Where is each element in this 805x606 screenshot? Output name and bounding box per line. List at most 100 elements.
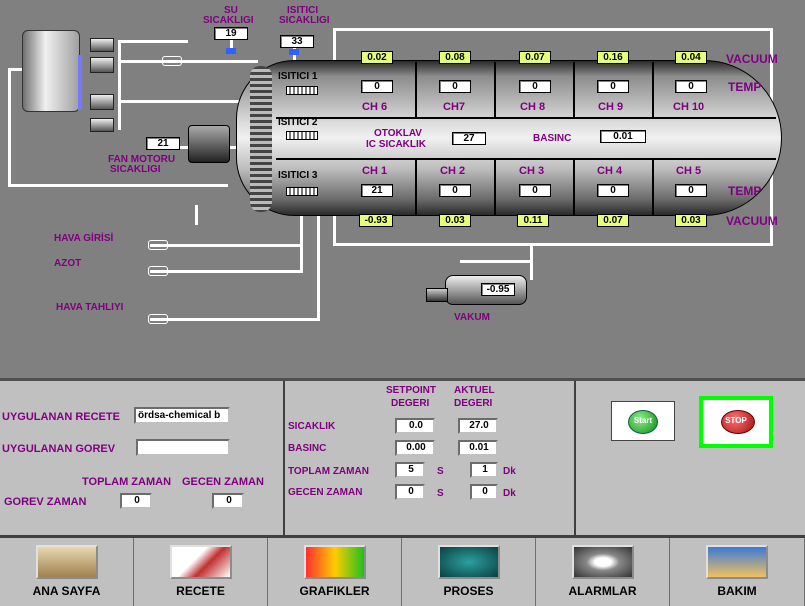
divider: [494, 160, 496, 216]
basinc-setpoint[interactable]: 0.00: [395, 440, 435, 456]
sensor-icon: [226, 48, 236, 54]
recete-field[interactable]: ördsa-chemical b s: [134, 407, 230, 424]
setpoint-header: DEGERI: [391, 398, 430, 409]
su-sicakligi-value: 19: [214, 27, 248, 40]
nav-recete[interactable]: RECETE: [134, 538, 268, 606]
vessel-band: [276, 158, 776, 160]
vacuum-pump-motor-icon: [426, 288, 448, 302]
valve-icon[interactable]: [148, 314, 168, 324]
ic-sicaklik-label: OTOKLAV: [374, 128, 422, 139]
sensor-icon: [289, 49, 299, 55]
gecen-zaman-value[interactable]: 0: [212, 493, 244, 509]
divider: [494, 62, 496, 118]
toplam-zaman-label: TOPLAM ZAMAN: [82, 476, 172, 488]
unit-label: Dk: [503, 466, 516, 477]
divider: [573, 160, 575, 216]
toplam-zaman-setpoint[interactable]: 5: [395, 462, 425, 478]
start-label: Start: [633, 416, 653, 425]
vacuum-ch7: 0.08: [439, 51, 471, 64]
stop-button[interactable]: STOP: [699, 396, 773, 448]
panel-divider: [283, 381, 285, 538]
vacuum-ch1: -0.93: [359, 214, 393, 227]
nav-label: ANA SAYFA: [32, 584, 101, 598]
panel-divider: [574, 381, 576, 538]
heater-element-icon: [90, 118, 114, 132]
pipe: [118, 60, 258, 63]
alarm-icon: [572, 545, 634, 579]
heater-3-indicator: [286, 187, 318, 196]
unit-label: S: [437, 466, 444, 477]
heater-1-label: ISITICI 1: [278, 71, 318, 82]
temp-ch1: 21: [361, 184, 393, 197]
ic-sicaklik-label: IC SICAKLIK: [366, 139, 426, 150]
stop-icon: [721, 410, 755, 434]
fan-motor-icon: [188, 125, 230, 163]
temp-ch7: 0: [439, 80, 471, 93]
unit-label: S: [437, 488, 444, 499]
fan-motor-label: FAN MOTORU: [108, 154, 176, 165]
temp-ch4: 0: [597, 184, 629, 197]
heater-element-icon: [90, 38, 114, 52]
connector-pipe: [78, 55, 82, 110]
setpoint-header: SETPOINT: [386, 385, 437, 396]
heater-2-label: ISITICI 2: [278, 117, 318, 128]
process-row-label: TOPLAM ZAMAN: [288, 466, 369, 477]
isitici-sicakligi-value: 33: [280, 35, 314, 48]
nav-grafikler[interactable]: GRAFIKLER: [268, 538, 402, 606]
fan-motor-label: SICAKLIGI: [110, 164, 161, 175]
vakum-value: -0.95: [481, 283, 515, 296]
gorev-label: UYGULANAN GOREV: [2, 443, 116, 455]
recete-label: UYGULANAN RECETE: [2, 411, 120, 423]
temp-ch2: 0: [439, 184, 471, 197]
divider: [652, 62, 654, 118]
nav-label: PROSES: [443, 584, 494, 598]
vessel-band: [276, 117, 776, 119]
temp-label-bottom: TEMP: [728, 184, 762, 198]
nav-alarmlar[interactable]: ALARMLAR: [536, 538, 670, 606]
sicaklik-setpoint[interactable]: 0.0: [395, 418, 435, 434]
nav-proses[interactable]: PROSES: [402, 538, 536, 606]
pipe: [230, 38, 233, 54]
nav-label: ALARMLAR: [568, 584, 637, 598]
pipe: [300, 215, 303, 273]
channel-label-ch8: CH 8: [520, 101, 546, 113]
process-row-label: BASINC: [288, 443, 327, 454]
pipe: [195, 205, 198, 225]
valve-icon[interactable]: [148, 266, 168, 276]
start-button[interactable]: Start: [611, 401, 675, 441]
divider: [573, 62, 575, 118]
home-icon: [36, 545, 98, 579]
su-sicakligi-label: SICAKLIGI: [203, 15, 254, 26]
nav-bakim[interactable]: BAKIM: [670, 538, 805, 606]
hava-girisi-label: HAVA GİRİSİ: [54, 233, 114, 244]
pipe: [150, 318, 320, 321]
temp-label-top: TEMP: [728, 80, 762, 94]
gecen-zaman-setpoint[interactable]: 0: [395, 484, 425, 500]
pipe: [118, 40, 188, 43]
gorev-zaman-label: GOREV ZAMAN: [4, 496, 87, 508]
pipe: [118, 100, 258, 103]
nav-ana-sayfa[interactable]: ANA SAYFA: [0, 538, 134, 606]
channel-label-ch3: CH 3: [519, 165, 545, 177]
pipe: [333, 243, 773, 246]
nav-label: BAKIM: [717, 584, 757, 598]
isitici-sicakligi-label: ISITICI: [287, 5, 319, 16]
vacuum-ch5: 0.03: [675, 214, 707, 227]
divider: [415, 62, 417, 118]
channel-label-ch1: CH 1: [362, 165, 388, 177]
toplam-zaman-value[interactable]: 0: [120, 493, 152, 509]
water-tank-icon: [22, 30, 80, 112]
heater-element-icon: [90, 57, 114, 73]
heater-1-indicator: [286, 86, 318, 95]
process-row-label: GECEN ZAMAN: [288, 487, 363, 498]
temp-ch5: 0: [675, 184, 707, 197]
gorev-field[interactable]: [136, 439, 230, 456]
recipe-icon: [170, 545, 232, 579]
vacuum-ch10: 0.04: [675, 51, 707, 64]
valve-icon[interactable]: [148, 240, 168, 250]
valve-icon[interactable]: [162, 56, 182, 66]
pipe: [317, 215, 320, 321]
divider: [415, 160, 417, 216]
fan-motor-value: 21: [146, 137, 180, 150]
hava-tahliyi-label: HAVA TAHLIYI: [56, 302, 124, 313]
